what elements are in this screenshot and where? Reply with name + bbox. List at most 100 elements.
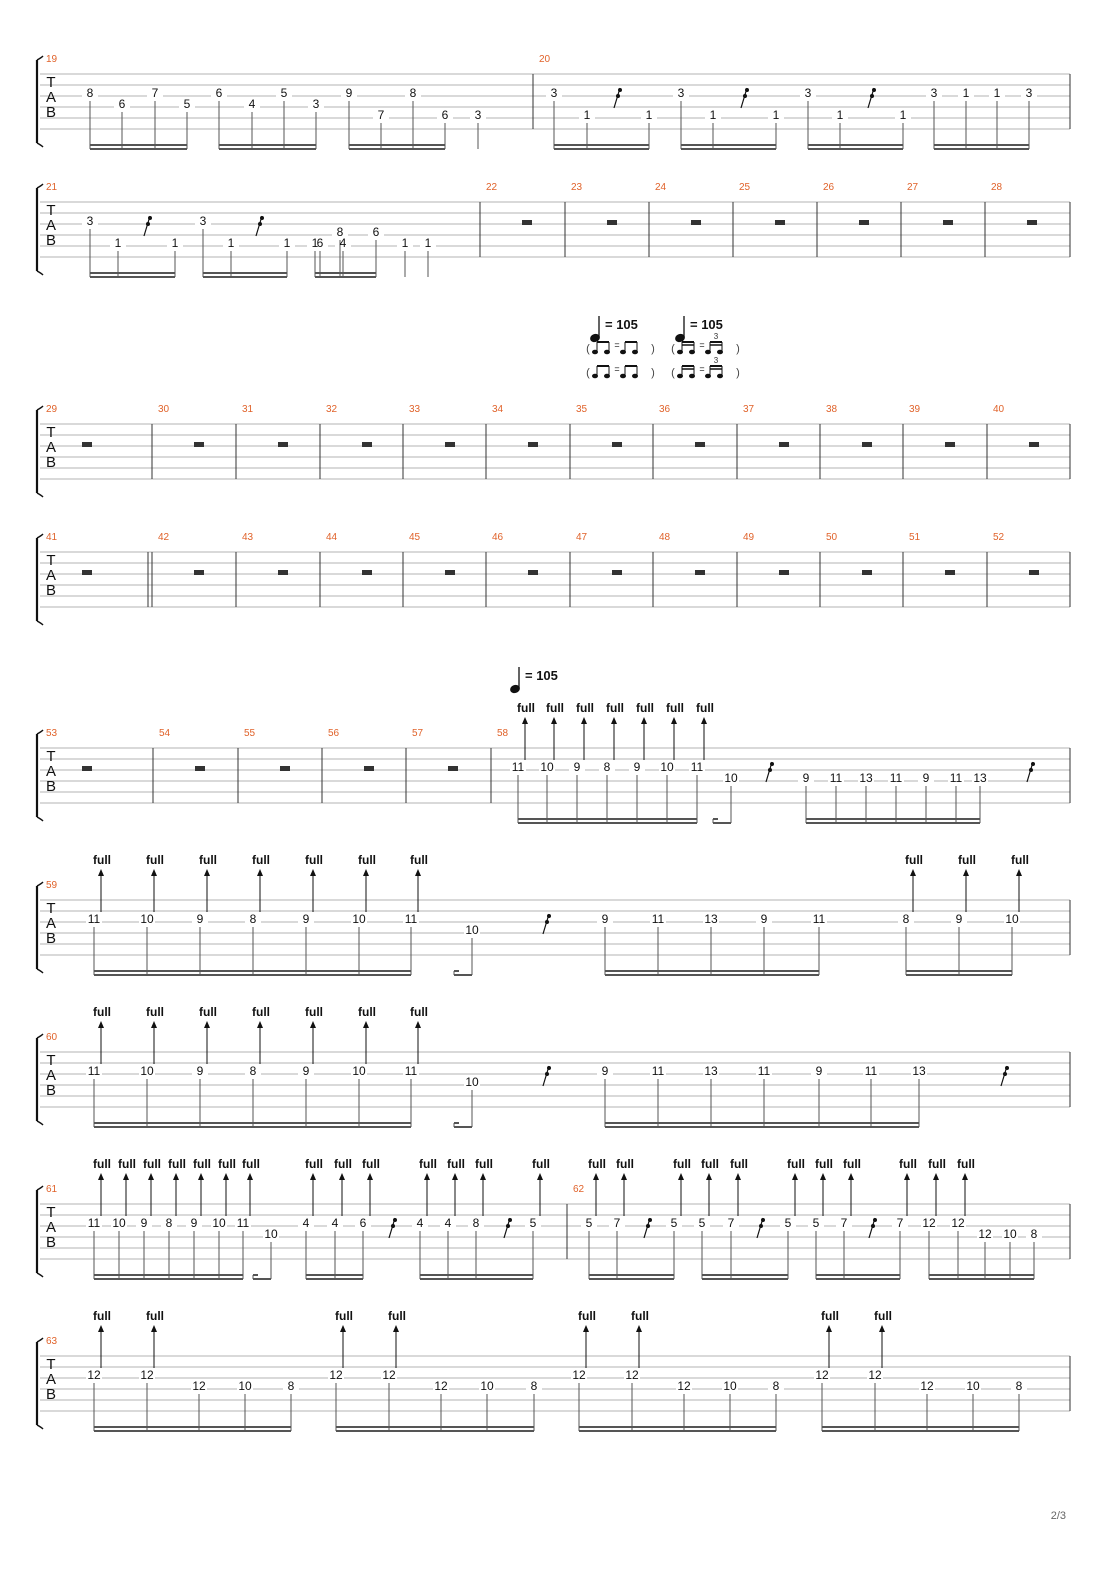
fret-bg	[525, 1217, 541, 1229]
bend-arrow-icon	[151, 1325, 157, 1332]
bend-arrow-icon	[480, 1173, 486, 1180]
bend-label: full	[334, 1157, 352, 1171]
fret-bg	[139, 1065, 155, 1077]
bend-label: full	[193, 1157, 211, 1171]
fret-number: 12	[329, 1368, 343, 1382]
measure-number: 50	[826, 532, 838, 543]
fret-bg	[895, 109, 911, 121]
tab-clef-letter: A	[46, 439, 56, 456]
system-bracket-hook	[36, 183, 44, 189]
whole-rest	[612, 570, 622, 575]
fret-bg	[179, 98, 195, 110]
fret-number: 12	[978, 1227, 992, 1241]
fret-number: 6	[119, 97, 126, 111]
tempo-marking	[510, 667, 520, 694]
fret-bg	[989, 87, 1005, 99]
bend-label: full	[576, 701, 594, 715]
bend-arrow-icon	[98, 1325, 104, 1332]
fret-bg	[977, 1228, 993, 1240]
whole-rest	[364, 766, 374, 771]
fret-number: 9	[956, 912, 963, 926]
fret-number: 3	[313, 97, 320, 111]
fret-bg	[814, 1369, 830, 1381]
system-bracket-hook	[36, 1272, 44, 1278]
fret-number: 9	[346, 86, 353, 100]
fret-number: 13	[704, 912, 718, 926]
bend-arrow-icon	[204, 1021, 210, 1028]
swing-notehead	[632, 349, 638, 355]
tab-clef-letter: T	[46, 424, 55, 441]
fret-bg	[235, 1217, 251, 1229]
rest-dot	[545, 920, 549, 924]
fret-bg	[828, 772, 844, 784]
paren: (	[586, 343, 590, 355]
fret-number: 12	[87, 1368, 101, 1382]
tempo-marking	[590, 316, 638, 379]
fret-number: 9	[141, 1216, 148, 1230]
bend-label: full	[673, 1157, 691, 1171]
rest-dot	[618, 88, 622, 92]
fret-bg	[351, 1065, 367, 1077]
fret-number: 1	[646, 108, 653, 122]
tab-clef-letter: B	[46, 104, 56, 121]
bend-label: full	[475, 1157, 493, 1171]
bend-label: full	[546, 701, 564, 715]
fret-bg	[341, 87, 357, 99]
whole-rest	[82, 766, 92, 771]
whole-rest	[362, 442, 372, 447]
bend-label: full	[143, 1157, 161, 1171]
fret-number: 7	[614, 1216, 621, 1230]
measure-number: 47	[576, 532, 588, 543]
fret-bg	[705, 109, 721, 121]
bend-label: full	[636, 701, 654, 715]
tab-system	[35, 1325, 1071, 1432]
tempo-value: = 105	[605, 317, 638, 332]
fret-bg	[355, 1217, 371, 1229]
bend-label: full	[419, 1157, 437, 1171]
bend-label: full	[252, 1005, 270, 1019]
measure-number: 34	[492, 404, 504, 415]
bend-arrow-icon	[581, 717, 587, 724]
fret-bg	[335, 237, 351, 249]
tab-clef-letter: T	[46, 202, 55, 219]
fret-bg	[111, 1217, 127, 1229]
system-bracket-hook	[36, 881, 44, 887]
fret-number: 4	[303, 1216, 310, 1230]
fret-number: 13	[859, 771, 873, 785]
fret-number: 10	[660, 760, 674, 774]
fret-bg	[470, 109, 486, 121]
bend-arrow-icon	[393, 1325, 399, 1332]
fret-bg	[351, 913, 367, 925]
fret-bg	[283, 1380, 299, 1392]
paren: )	[736, 367, 740, 379]
bend-arrow-icon	[904, 1173, 910, 1180]
measure-number: 42	[158, 532, 170, 543]
fret-bg	[86, 1217, 102, 1229]
equals-sign: =	[699, 364, 704, 374]
swing-notehead	[592, 349, 598, 355]
fret-number: 5	[785, 1216, 792, 1230]
fret-number: 1	[312, 236, 319, 250]
whole-rest	[1029, 570, 1039, 575]
fret-bg	[510, 761, 526, 773]
fret-bg	[139, 913, 155, 925]
fret-bg	[1021, 87, 1037, 99]
fret-bg	[298, 913, 314, 925]
fret-number: 1	[900, 108, 907, 122]
bend-arrow-icon	[367, 1173, 373, 1180]
measure-number: 45	[409, 532, 421, 543]
whole-rest	[82, 442, 92, 447]
fret-number: 11	[652, 912, 665, 926]
measure-number: 48	[659, 532, 671, 543]
rest-dot	[258, 222, 262, 226]
rest-dot	[547, 914, 551, 918]
fret-number: 3	[1026, 86, 1033, 100]
fret-bg	[951, 913, 967, 925]
bend-label: full	[588, 1157, 606, 1171]
fret-number: 5	[184, 97, 191, 111]
bend-arrow-icon	[123, 1173, 129, 1180]
bend-label: full	[701, 1157, 719, 1171]
bend-arrow-icon	[363, 869, 369, 876]
rest-dot	[391, 1224, 395, 1228]
